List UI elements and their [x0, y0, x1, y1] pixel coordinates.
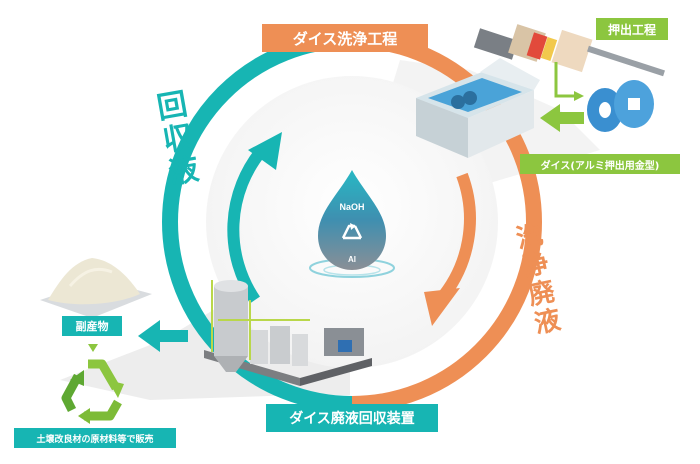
recycle-icon-large [61, 359, 124, 424]
ring-teal [162, 32, 353, 412]
extrusion-process-label: 押出工程 [596, 18, 668, 40]
byproduct-powder [40, 258, 152, 318]
die-caption-label: ダイス(アルミ押出用金型) [520, 154, 680, 174]
water-drop-icon [318, 170, 386, 270]
arrow-teal-head [248, 132, 282, 170]
cleaning-tank [416, 58, 540, 158]
byproduct-label: 副産物 [62, 316, 122, 336]
ring-orange [351, 32, 542, 412]
recovery-plant [204, 280, 372, 386]
arrow-orange-inner [435, 172, 476, 304]
drop-naoh-text: NaOH [339, 202, 364, 212]
recycle-icon [341, 223, 363, 240]
die-parts [587, 80, 654, 132]
drop-al-text: Al [348, 255, 356, 264]
recovery-system-label: ダイス廃液回収装置 [266, 404, 438, 432]
arrow-orange-head [424, 288, 460, 326]
die-cleaning-process-label: ダイス洗浄工程 [262, 24, 428, 52]
arrow-press-to-die [554, 62, 576, 98]
arrow-byproduct-down [88, 344, 98, 352]
extrusion-press [473, 24, 665, 77]
arrow-die-to-tank [540, 104, 584, 132]
sales-use-label: 土壌改良材の原材料等で販売 [14, 428, 176, 448]
arrow-teal-inner [227, 146, 267, 304]
arrow-plant-to-byproduct [138, 320, 188, 352]
